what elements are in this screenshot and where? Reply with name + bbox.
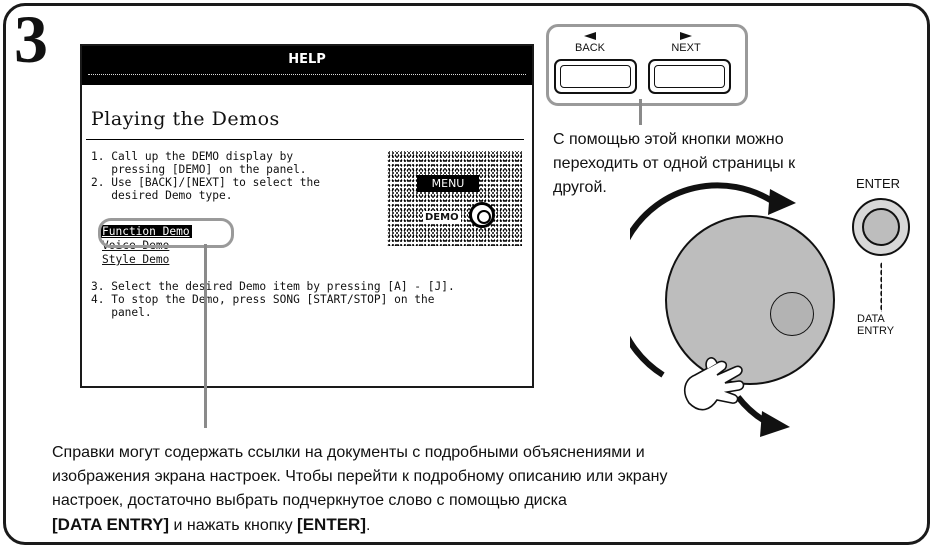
callout-line: переходить от одной страницы к	[553, 155, 796, 172]
data-entry-label-line: ENTRY	[857, 325, 895, 337]
callout-line: другой.	[553, 179, 607, 196]
back-button[interactable]	[554, 59, 637, 94]
explanation-line: [DATA ENTRY] и нажать кнопку [ENTER].	[52, 513, 912, 538]
demo-label: DEMO	[423, 211, 461, 224]
help-header-title: HELP	[288, 52, 326, 67]
explanation-line: настроек, достаточно выбрать подчеркнуто…	[52, 492, 567, 509]
instruction-line: desired Demo type.	[91, 189, 233, 202]
enter-ref: [ENTER]	[297, 515, 366, 534]
next-button[interactable]	[648, 59, 731, 94]
link-highlight-callout	[98, 218, 234, 248]
step-number: 3	[14, 1, 48, 77]
data-entry-label-line: DATA	[857, 313, 885, 325]
demo-button-illustration: MENU DEMO	[387, 151, 522, 246]
explanation-line: изображения экрана настроек. Чтобы перей…	[52, 468, 668, 485]
instruction-line: 1. Call up the DEMO display by	[91, 150, 294, 163]
callout-line: С помощью этой кнопки можно	[553, 131, 784, 148]
help-screen: HELP Playing the Demos 1. Call up the DE…	[80, 44, 534, 388]
explanation-mid: и нажать кнопку	[169, 517, 298, 534]
help-page-title: Playing the Demos	[91, 108, 280, 130]
link-style-demo[interactable]: Style Demo	[102, 253, 170, 266]
instruction-line: pressing [DEMO] on the panel.	[91, 163, 307, 176]
buttons-callout-text: С помощью этой кнопки можно переходить о…	[553, 128, 795, 200]
hand-icon	[683, 357, 745, 411]
instruction-line: 4. To stop the Demo, press SONG [START/S…	[91, 293, 435, 306]
data-entry-label: DATA ENTRY	[857, 313, 894, 337]
title-divider	[86, 139, 524, 140]
left-arrow-icon	[584, 32, 596, 40]
link-explanation-text: Справки могут содержать ссылки на докуме…	[52, 441, 912, 538]
enter-button[interactable]	[852, 198, 910, 256]
menu-label: MENU	[417, 175, 479, 192]
callout-line-link	[204, 244, 207, 428]
callout-line-buttons	[639, 99, 642, 125]
explanation-end: .	[366, 517, 371, 534]
enter-label: ENTER	[856, 176, 901, 191]
data-entry-dial[interactable]	[665, 215, 835, 385]
next-label: NEXT	[671, 42, 701, 54]
rotation-arrows-icon	[630, 182, 796, 437]
dial-finger-dimple	[770, 292, 814, 336]
back-next-button-group: BACK NEXT	[546, 24, 748, 106]
instruction-line: 2. Use [BACK]/[NEXT] to select the	[91, 176, 321, 189]
demo-button-icon	[469, 202, 495, 228]
data-entry-ref: [DATA ENTRY]	[52, 515, 170, 534]
enter-button-cap	[862, 208, 900, 246]
instruction-line: 3. Select the desired Demo item by press…	[91, 280, 455, 293]
link-function-demo[interactable]: Function Demo	[100, 225, 192, 238]
explanation-line: Справки могут содержать ссылки на докуме…	[52, 444, 645, 461]
back-label: BACK	[575, 42, 605, 54]
right-arrow-icon	[680, 32, 692, 40]
help-header-bar: HELP	[82, 46, 532, 85]
dotted-connector	[880, 262, 882, 312]
instruction-line: panel.	[91, 306, 152, 319]
